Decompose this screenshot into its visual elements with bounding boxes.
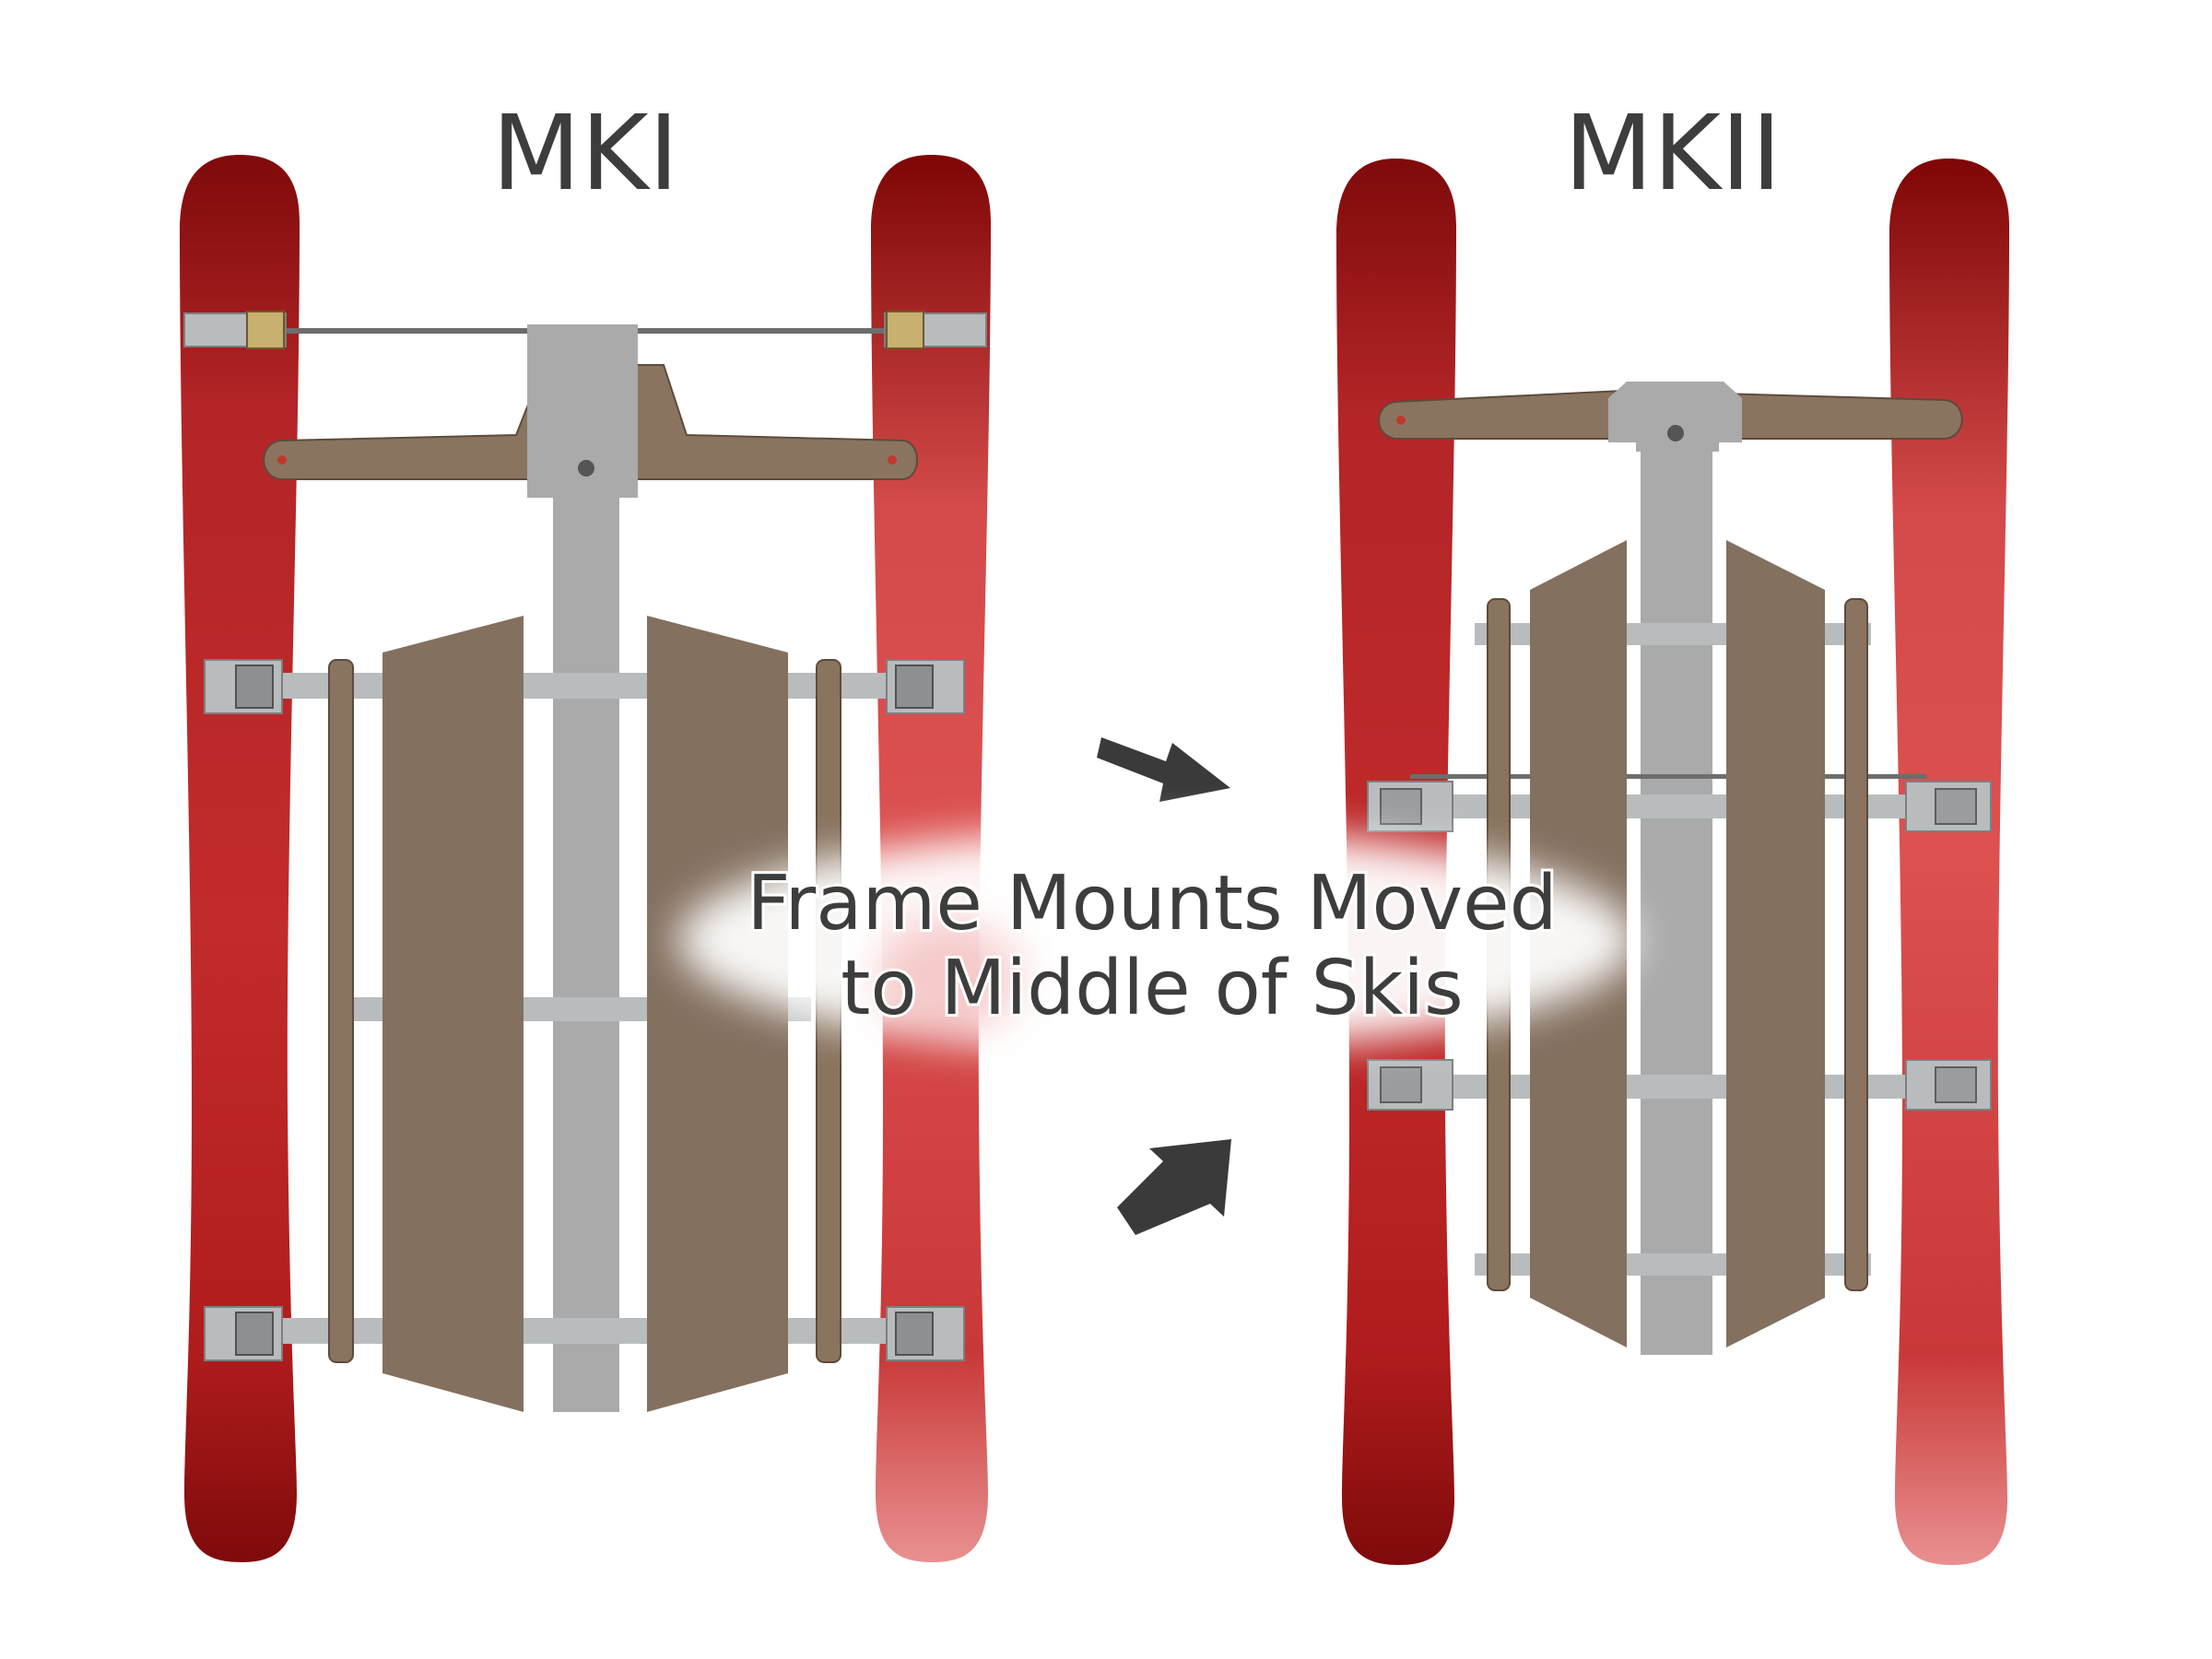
- mk2-frame-head: [1608, 382, 1742, 452]
- mk1-rear-left-mount: [204, 1306, 283, 1361]
- mk2-frame-spine: [1641, 442, 1712, 1355]
- mk2-right-ski: [1889, 159, 2009, 1565]
- mk1-front-right-mount: [886, 659, 965, 714]
- mk1-frame-spine: [553, 498, 619, 1412]
- mk1-right-deck: [647, 616, 788, 1412]
- callout-line-1: Frame Mounts Moved: [747, 860, 1557, 947]
- mk1-pivot: [578, 460, 594, 477]
- title-mk1: MKI: [491, 94, 678, 214]
- mk2-bar-pin: [1396, 416, 1406, 425]
- mk1-left-deck: [382, 616, 524, 1412]
- lower-arrow: [1117, 1139, 1231, 1235]
- mk2-right-deck: [1726, 540, 1825, 1347]
- mk2-lower-mount-crossbar: [1373, 1075, 1963, 1099]
- mk1-left-turnbuckle: [246, 311, 285, 349]
- mk2-lower-right-mount: [1905, 1059, 1992, 1111]
- callout-line-2: to Middle of Skis: [841, 945, 1463, 1032]
- spring-icon: [235, 665, 274, 709]
- mk2-upper-left-mount: [1367, 781, 1453, 832]
- mk1-right-turnbuckle: [886, 311, 924, 349]
- mk2-upper-right-mount: [1905, 781, 1992, 832]
- mk2-upper-mount-crossbar: [1373, 794, 1963, 818]
- mk1-left-rail: [328, 659, 354, 1363]
- spring-icon: [895, 665, 934, 709]
- mk1-sled: [180, 155, 991, 1562]
- spring-icon: [235, 1312, 274, 1356]
- mk1-bar-left-pin: [277, 455, 287, 465]
- mk1-bar-right-pin: [888, 455, 897, 465]
- mk2-tie-rod: [1410, 774, 1926, 779]
- title-mk2: MKII: [1564, 94, 1782, 214]
- upper-arrow: [1097, 737, 1230, 802]
- mk1-rear-right-mount: [886, 1306, 965, 1361]
- mk1-left-ski: [180, 155, 300, 1562]
- mk1-front-left-mount: [204, 659, 283, 714]
- spring-icon: [895, 1312, 934, 1356]
- mk2-lower-left-mount: [1367, 1059, 1453, 1111]
- arrow-icon: [1097, 737, 1231, 1235]
- mk2-pivot: [1667, 425, 1684, 441]
- mk2-right-rail: [1844, 598, 1868, 1291]
- callout-glow-red: [876, 922, 1023, 1032]
